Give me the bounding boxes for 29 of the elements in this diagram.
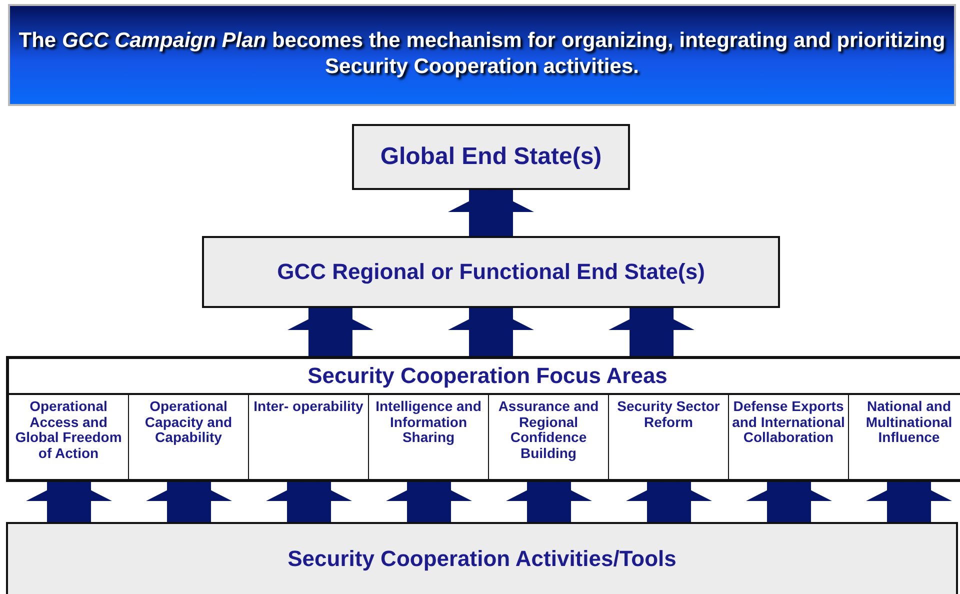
focus-area-cell xyxy=(249,395,369,479)
block-arrow xyxy=(448,308,534,356)
focus-area-cell xyxy=(609,395,729,479)
node-label: Defense Exports and International Collaboration xyxy=(731,399,846,446)
end-state-box xyxy=(202,236,780,308)
block-arrow xyxy=(608,308,695,356)
node-label: Security Cooperation Activities/Tools xyxy=(288,546,676,572)
node-label: Assurance and Regional Confidence Building xyxy=(497,399,600,461)
title-text: The GCC Campaign Plan becomes the mechanism for organizing, integrating and prioritizing Security Cooperation activities. xyxy=(18,28,946,80)
node-label: Inter- operability xyxy=(254,399,364,414)
focus-area-cell xyxy=(129,395,249,479)
node-label: Operational Capacity and Capability xyxy=(144,399,234,446)
end-state-box xyxy=(352,124,630,190)
focus-area-cell xyxy=(729,395,849,479)
block-arrow xyxy=(287,308,374,356)
node-label: Intelligence and Information Sharing xyxy=(374,399,482,446)
node-label: Global End State(s) xyxy=(380,144,602,170)
node-label: National and Multinational Influence xyxy=(864,399,954,446)
focus-area-cell xyxy=(849,395,960,479)
block-arrow xyxy=(448,190,534,236)
focus-area-cell xyxy=(9,395,129,479)
activities-bar xyxy=(6,522,958,594)
focus-area-cell xyxy=(489,395,609,479)
node-label: Security Sector Reform xyxy=(616,399,721,430)
node-label: Operational Access and Global Freedom of Action xyxy=(14,399,123,461)
node-label: GCC Regional or Functional End State(s) xyxy=(277,259,705,285)
band-heading: Security Cooperation Focus Areas xyxy=(9,359,960,395)
focus-areas-band xyxy=(6,356,960,482)
focus-area-cell xyxy=(369,395,489,479)
